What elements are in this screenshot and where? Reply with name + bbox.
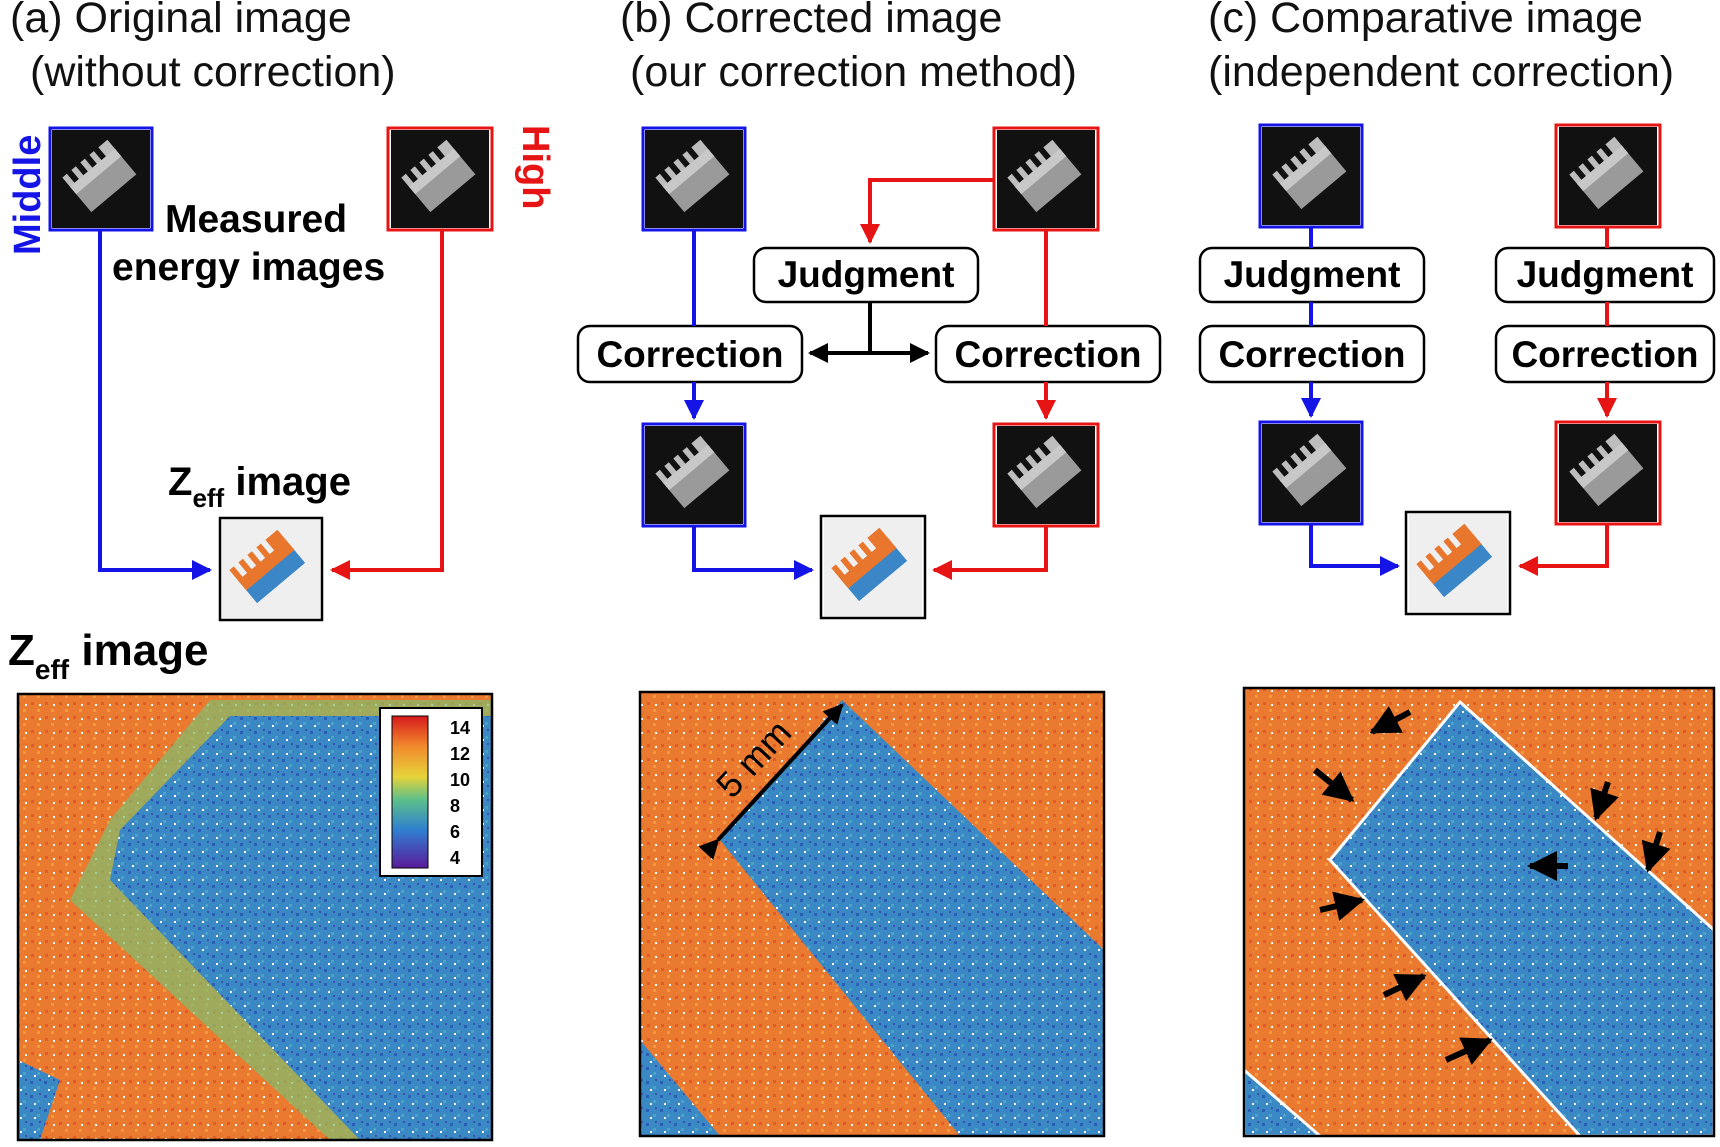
colorbar-tick: 10 xyxy=(450,770,470,790)
panel-c-title-line2: (independent correction) xyxy=(1208,48,1674,96)
zeff-thumb-c xyxy=(1409,514,1507,612)
colorbar-tick: 4 xyxy=(450,848,460,868)
b-judgment-label: Judgment xyxy=(778,254,955,295)
b-correction-right-label: Correction xyxy=(954,334,1141,375)
c-correction-right-label: Correction xyxy=(1511,334,1698,375)
panel-a-title-line2: (without correction) xyxy=(30,48,396,96)
zeff-map-b: 5 mm xyxy=(638,690,1106,1138)
b-correction-left-label: Correction xyxy=(596,334,783,375)
colorbar-tick: 14 xyxy=(450,718,470,738)
zeff-thumb-frame-a xyxy=(218,516,324,622)
high-label: High xyxy=(514,125,556,209)
middle-label: Middle xyxy=(7,135,49,255)
zeff-map-c xyxy=(1242,686,1716,1138)
b-judgment-box xyxy=(752,246,980,304)
panel-b-title-line2: (our correction method) xyxy=(630,48,1077,96)
colorbar-tick: 6 xyxy=(450,822,460,842)
b-red-to-zeff xyxy=(932,526,1048,580)
bottom-zeff-heading: Zeff image xyxy=(8,626,209,685)
c-corrected-middle-image xyxy=(1262,424,1360,522)
b-high-energy-image xyxy=(997,130,1095,228)
zeff-thumb-frame-b xyxy=(819,514,927,620)
c-judgment-left-label: Judgment xyxy=(1224,254,1401,295)
c-high-energy-image xyxy=(1559,127,1657,225)
arrow-middle-to-zeff-a xyxy=(98,230,212,580)
colorbar: 14 12 10 8 6 4 xyxy=(379,707,483,877)
scale-bar xyxy=(698,703,844,861)
zeff-thumb-b xyxy=(824,518,922,616)
defect-arrows xyxy=(1313,706,1671,1065)
zeff-image-label-a: Zeff image xyxy=(168,460,351,513)
panel-c-title-line1: (c) Comparative image xyxy=(1208,0,1643,42)
b-middle-energy-image xyxy=(645,130,743,228)
b-red-to-judgment xyxy=(860,178,994,244)
b-blue-to-zeff xyxy=(692,526,814,580)
zeff-thumb-frame-c xyxy=(1404,510,1512,616)
c-corrected-high-image xyxy=(1559,424,1657,522)
c-correction-left-label: Correction xyxy=(1218,334,1405,375)
c-red-to-zeff xyxy=(1518,524,1609,576)
panel-a-title-line1: (a) Original image xyxy=(10,0,352,42)
colorbar-tick: 12 xyxy=(450,744,470,764)
c-judgment-right-label: Judgment xyxy=(1517,254,1694,295)
c-blue-to-zeff xyxy=(1309,524,1400,576)
b-corrected-middle-image xyxy=(645,426,743,524)
measured-label-line1: Measured xyxy=(165,198,347,241)
middle-energy-image xyxy=(52,130,150,228)
arrow-high-to-zeff-a xyxy=(330,230,444,580)
high-energy-image xyxy=(391,130,489,228)
b-corrected-high-image xyxy=(997,426,1095,524)
colorbar-tick: 8 xyxy=(450,796,460,816)
measured-label-line2: energy images xyxy=(112,246,385,289)
zeff-thumb-a xyxy=(222,520,320,618)
panel-b-title-line1: (b) Corrected image xyxy=(620,0,1002,42)
c-middle-energy-image xyxy=(1262,127,1360,225)
b-correction-left-box xyxy=(576,324,804,384)
